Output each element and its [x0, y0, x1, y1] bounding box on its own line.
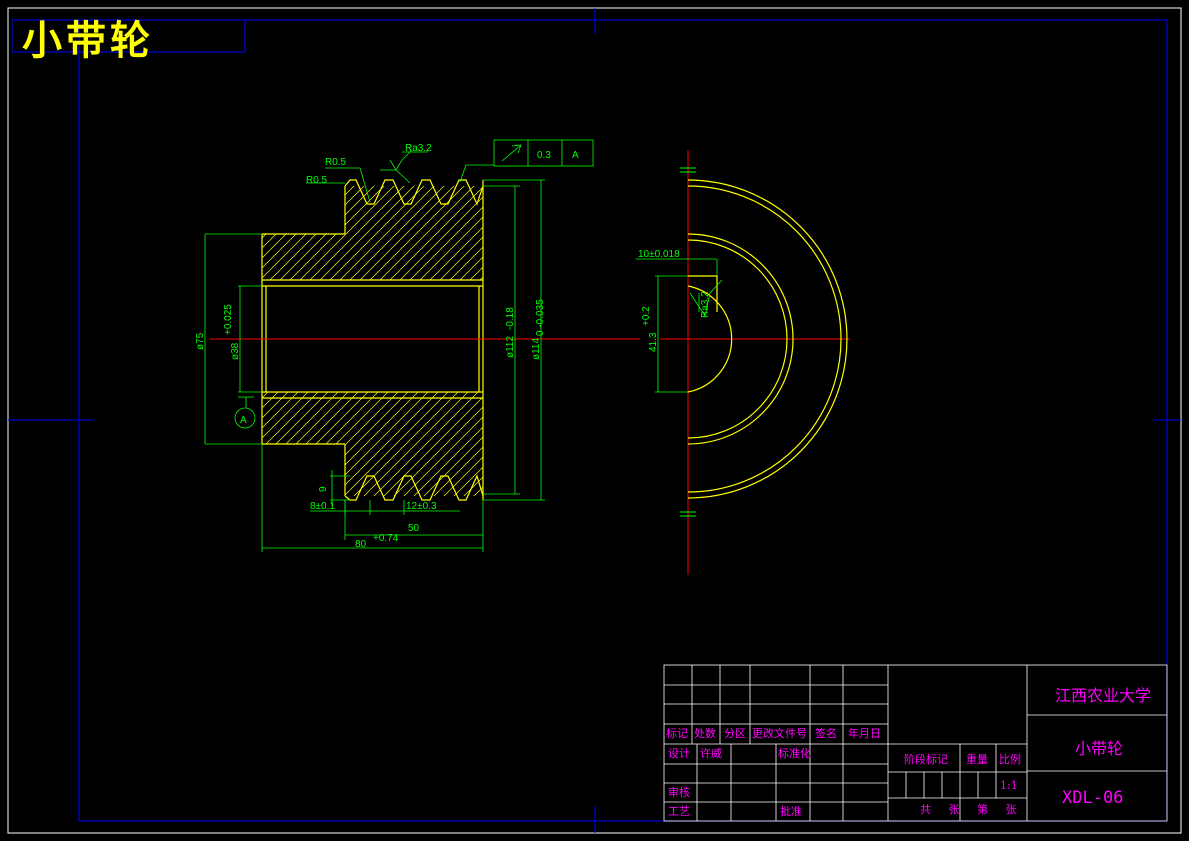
section-view: [210, 179, 640, 501]
tb-standardize: 标准化: [778, 747, 811, 760]
tb-designer-label: 设计: [668, 747, 690, 760]
roughness-top: Ra3.2: [405, 143, 432, 154]
tb-scale-value: 1:1: [1000, 779, 1018, 792]
dim-length-50: 50: [408, 523, 420, 534]
runout-datum: A: [572, 150, 579, 161]
end-view: [636, 150, 850, 575]
dim-d114-tol: 0 -0.035: [535, 299, 546, 336]
tb-designer-name: 许威: [700, 747, 722, 760]
tb-sheets: 共 张 第 张: [920, 803, 1017, 816]
tb-header-sign: 签名: [815, 727, 837, 740]
dim-d75: ø75: [195, 332, 206, 350]
datum-a-label: A: [240, 415, 247, 426]
outer-arc-2: [687, 185, 842, 493]
radius-label-2: R0.5: [306, 175, 328, 186]
tb-header-zone: 分区: [724, 727, 746, 740]
title-block-grid: [663, 664, 1168, 822]
tb-weight: 重量: [966, 753, 988, 766]
tb-header-date: 年月日: [848, 727, 881, 740]
roughness-keyway: Ra3.2: [700, 291, 711, 318]
dimension-lines: [204, 149, 545, 552]
dim-groove-depth: 9: [318, 486, 329, 492]
tb-school: 江西农业大学: [1055, 686, 1152, 705]
tb-scale-label: 比例: [999, 753, 1021, 766]
hatch-top: [262, 186, 483, 280]
dim-key-depth: 41.3: [648, 332, 659, 352]
hub-arc-2: [687, 239, 788, 439]
dim-d38-tol: +0.025: [223, 304, 234, 335]
title-box: [11, 19, 246, 53]
tb-approve: 批准: [780, 805, 802, 818]
hatch-bottom: [262, 392, 483, 496]
dim-d112: ø112: [505, 336, 516, 358]
dim-d112-tol: -0.18: [505, 307, 516, 330]
tb-header-change: 更改文件号: [752, 727, 807, 740]
dim-d38: ø38: [230, 342, 241, 360]
centering-marks: [8, 8, 1181, 833]
tb-review: 审核: [668, 786, 690, 799]
dim-key-width: 10±0.018: [638, 249, 680, 260]
runout-frame: [493, 139, 594, 167]
dim-pitch: 12±0.3: [406, 501, 437, 512]
sheet-border: [7, 7, 1182, 834]
tb-drawing-no: XDL-06: [1062, 788, 1124, 808]
dim-key-depth-tol: +0.2: [641, 306, 652, 326]
dim-length-80: 80: [355, 539, 367, 550]
dim-d114: ø114: [531, 338, 542, 360]
bore-arc: [687, 285, 733, 393]
runout-value: 0.3: [537, 150, 551, 161]
outer-arc-1: [687, 179, 848, 499]
dim-first-groove: 8±0.1: [310, 501, 335, 512]
tb-header-mark: 标记: [666, 727, 688, 740]
tb-header-count: 处数: [694, 727, 716, 740]
tb-craft: 工艺: [668, 805, 690, 818]
drawing-title: 小带轮: [22, 17, 154, 64]
tb-part-name: 小带轮: [1075, 739, 1124, 758]
hub-arc-1: [687, 233, 794, 445]
dim-length-80-tol: +0.74: [373, 533, 399, 544]
radius-label-1: R0.5: [325, 157, 347, 168]
tb-stage-mark: 阶段标记: [904, 753, 948, 766]
